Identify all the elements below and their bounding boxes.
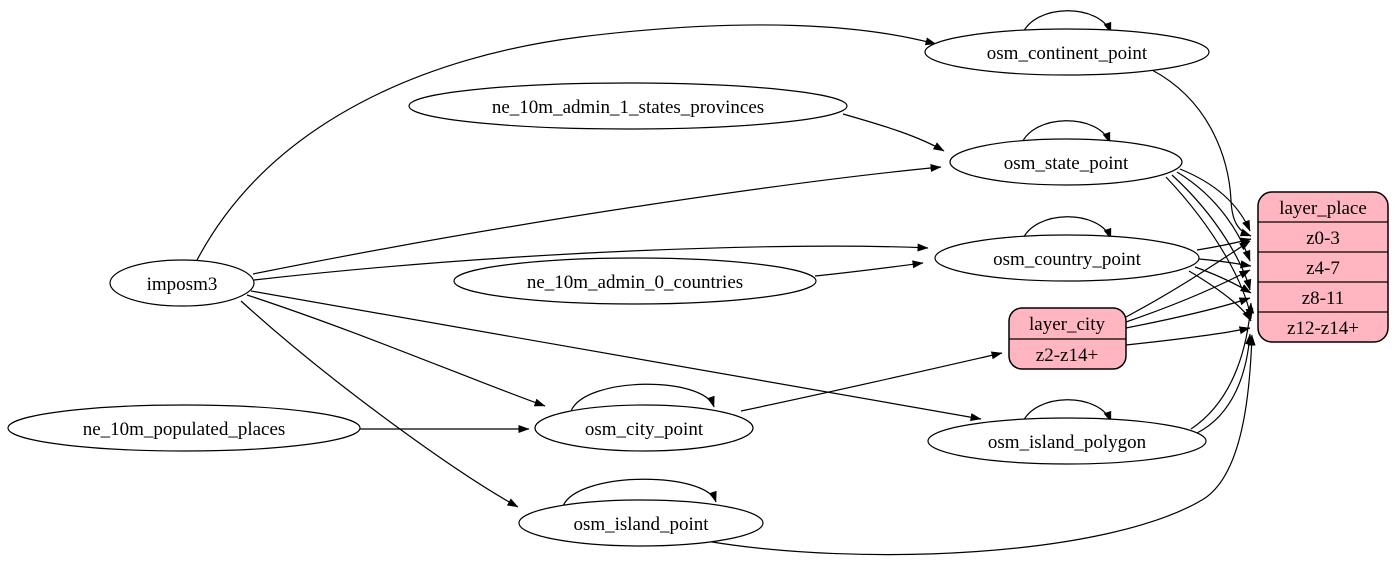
osm-state-point-label: osm_state_point	[1004, 153, 1129, 174]
edge-layer_city-layer_place-z0-3	[1125, 240, 1251, 318]
osm-city-point-ellipse	[534, 404, 754, 452]
node-osm-state-point: osm_state_point	[949, 138, 1183, 186]
edge-imposm3-osm_state_point	[252, 164, 942, 275]
edge-osm_state_point-layer_place-z12-z14	[1165, 176, 1254, 320]
edge-imposm3-osm_continent_point	[195, 24, 937, 263]
edge-imposm3-osm_country_point	[253, 243, 929, 281]
edge-imposm3-osm_island_point	[240, 300, 519, 508]
layer-city-title: layer_city	[1029, 314, 1105, 335]
layer-city-row-z2-z14: z2-z14+	[1036, 345, 1098, 366]
node-osm-continent-point: osm_continent_point	[924, 28, 1210, 76]
node-osm-country-point: osm_country_point	[934, 234, 1200, 282]
osm-island-polygon-ellipse	[927, 417, 1207, 465]
node-imposm3: imposm3	[109, 259, 255, 307]
node-layer-place: layer_place z0-3 z4-7 z8-11 z12-z14+	[1257, 191, 1389, 343]
edge-osm_state_point-layer_place-z8-11	[1171, 174, 1252, 291]
ne-10m-admin-1-ellipse	[408, 82, 848, 130]
edge-self-loop-osm_state_point	[1020, 120, 1111, 146]
edge-self-loop-osm_country_point	[1021, 216, 1112, 242]
edge-layer_city-layer_place-z8-11	[1125, 297, 1251, 329]
osm-island-polygon-label: osm_island_polygon	[988, 432, 1147, 453]
imposm3-ellipse	[109, 259, 255, 307]
ne-10m-admin-1-label: ne_10m_admin_1_states_provinces	[492, 97, 764, 118]
osm-city-point-label: osm_city_point	[585, 419, 704, 440]
layer-place-row-z12-z14: z12-z14+	[1287, 318, 1359, 339]
edge-self-loop-osm_island_polygon	[1021, 399, 1112, 425]
node-osm-island-point: osm_island_point	[518, 499, 764, 547]
edge-osm_state_point-layer_place-z4-7	[1176, 171, 1251, 262]
node-ne-10m-populated-places: ne_10m_populated_places	[7, 404, 361, 452]
osm-country-point-label: osm_country_point	[993, 249, 1141, 270]
node-osm-island-polygon: osm_island_polygon	[927, 417, 1207, 465]
node-layer-city: layer_city z2-z14+	[1008, 307, 1127, 370]
edge-osm_island_polygon-layer_place-z12-z14	[1196, 333, 1254, 434]
ne-10m-populated-places-ellipse	[7, 404, 361, 452]
edge-self-loop-osm_island_point	[562, 478, 717, 507]
edge-osm_city_point-layer_city-z2-z14	[740, 351, 1003, 412]
node-ne-10m-admin-0-countries: ne_10m_admin_0_countries	[453, 257, 817, 305]
edge-osm_island_point-layer_place-z12-z14	[705, 334, 1256, 556]
edge-layer_city-layer_place-z12-z14	[1125, 326, 1251, 346]
node-osm-city-point: osm_city_point	[534, 404, 754, 452]
osm-island-point-label: osm_island_point	[573, 514, 709, 535]
edge-ne_10m_admin_0_countries-osm_country_point	[814, 260, 924, 277]
layer-place-row-z0-3: z0-3	[1306, 228, 1340, 249]
osm-state-point-ellipse	[949, 138, 1183, 186]
edge-imposm3-osm_city_point	[246, 294, 546, 407]
layer-place-row-z8-11: z8-11	[1302, 288, 1345, 309]
imposm3-label: imposm3	[147, 274, 218, 295]
edge-osm_state_point-layer_place-z0-3	[1179, 168, 1251, 232]
edge-osm_country_point-layer_place-z12-z14	[1188, 270, 1252, 322]
edge-osm_island_polygon-layer_place-z8-11	[1190, 302, 1255, 430]
ne-10m-admin-0-label: ne_10m_admin_0_countries	[527, 272, 743, 293]
layer-place-box	[1257, 191, 1389, 343]
layer-place-row-z4-7: z4-7	[1306, 258, 1340, 279]
node-ne-10m-admin-1-states-provinces: ne_10m_admin_1_states_provinces	[408, 82, 848, 130]
ne-10m-admin-0-ellipse	[453, 257, 817, 305]
osm-island-point-ellipse	[518, 499, 764, 547]
ne-10m-populated-places-label: ne_10m_populated_places	[83, 419, 286, 440]
edge-self-loop-osm_continent_point	[1021, 10, 1112, 36]
edge-osm_country_point-layer_place-z4-7	[1198, 258, 1252, 269]
edge-ne_10m_admin_1_states_provinces-osm_state_point	[842, 113, 945, 152]
edge-osm_country_point-layer_place-z8-11	[1194, 266, 1252, 294]
edge-osm_continent_point-layer_place-z0-3	[1151, 69, 1252, 237]
edge-layer_city-layer_place-z4-7	[1125, 269, 1251, 323]
edge-self-loop-osm_city_point	[570, 383, 715, 412]
osm-continent-point-label: osm_continent_point	[987, 43, 1148, 64]
osm-country-point-ellipse	[934, 234, 1200, 282]
edge-imposm3-osm_island_polygon	[250, 290, 982, 422]
edges	[195, 10, 1256, 556]
osm-continent-point-ellipse	[924, 28, 1210, 76]
layer-place-title: layer_place	[1279, 198, 1367, 219]
